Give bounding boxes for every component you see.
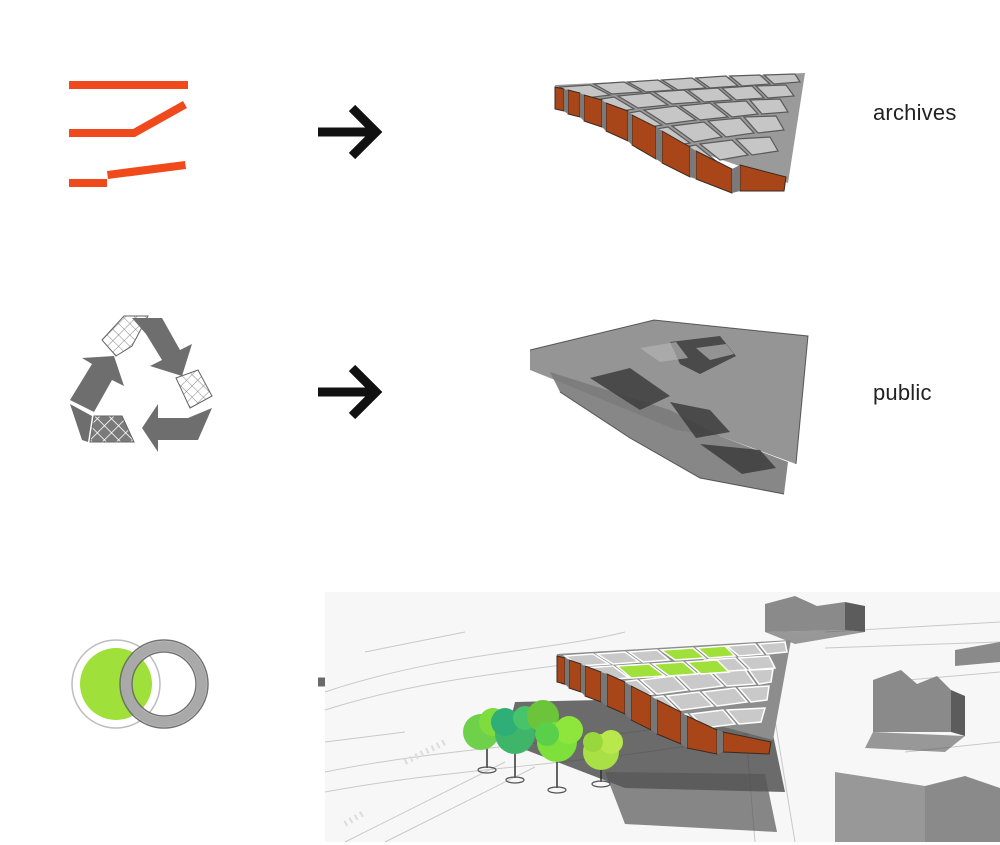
overlapping-circles-icon	[71, 639, 209, 729]
arrow-icon-row1	[318, 104, 383, 160]
arrow-icon-row2	[318, 364, 383, 420]
label-archives: archives	[873, 100, 957, 125]
recycle-icon	[70, 315, 213, 452]
archives-block-model	[554, 73, 805, 194]
label-public: public	[873, 380, 932, 405]
site-context-rendering	[324, 592, 1000, 843]
orange-lines-icon	[69, 81, 188, 187]
public-layer-model	[529, 319, 809, 495]
trees-group	[463, 700, 623, 794]
